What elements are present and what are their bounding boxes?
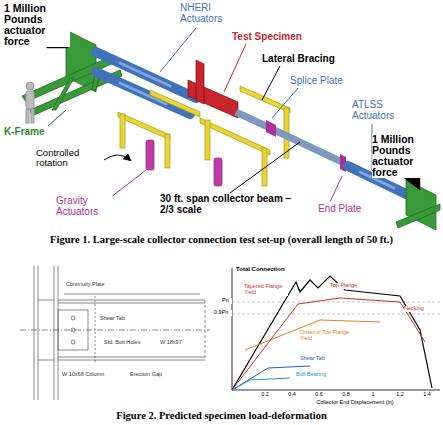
part-label: Gravity Actuators bbox=[56, 196, 126, 217]
part-label: End Plate bbox=[318, 204, 388, 215]
tick-label: 0.4 bbox=[285, 392, 299, 398]
detail-label: Std. Bolt Holes bbox=[104, 340, 154, 346]
curve-label: Shear Tab bbox=[300, 356, 340, 362]
collector-beam bbox=[236, 112, 342, 162]
part-label: Splice Plate bbox=[290, 76, 370, 87]
part-label: 30 ft. span collector beam – 2/3 scale bbox=[160, 194, 300, 215]
tick-label: 1.4 bbox=[420, 392, 434, 398]
curve-label: Total Connection bbox=[236, 266, 296, 272]
axis-title: Collector End Displacement (in) bbox=[300, 400, 410, 406]
curve-label: Necking bbox=[404, 306, 434, 312]
tick-label: 0.8 bbox=[339, 392, 353, 398]
curve-label: Tapered Flange Yield bbox=[244, 284, 288, 296]
axis-label: 0.9Pn bbox=[214, 310, 232, 316]
person-figure bbox=[26, 82, 34, 123]
curve-label: Onset of Top Flange Yield bbox=[300, 330, 360, 342]
detail-label: Shear Tab bbox=[100, 316, 140, 322]
part-label: Test Specimen bbox=[232, 32, 322, 43]
splice-plate bbox=[266, 120, 276, 137]
tick-label: 0.6 bbox=[312, 392, 326, 398]
axis-label: Pn bbox=[222, 298, 232, 304]
part-label: ATLSS Actuators bbox=[352, 100, 422, 121]
force-label: 1 Million Pounds actuator force bbox=[372, 134, 440, 178]
part-label: Lateral Bracing bbox=[262, 54, 352, 65]
load-deformation-chart bbox=[232, 268, 440, 390]
tick-label: 0.2 bbox=[258, 392, 272, 398]
k-frame bbox=[396, 180, 440, 230]
test-specimen bbox=[188, 60, 238, 118]
tick-label: 1 bbox=[366, 392, 380, 398]
tick-label: 1.2 bbox=[393, 392, 407, 398]
connection-detail bbox=[20, 266, 210, 400]
curve-label: Bolt Bearing bbox=[296, 372, 336, 378]
note-label: Controlled rotation bbox=[36, 148, 98, 168]
gravity-actuator bbox=[146, 140, 222, 186]
figure-caption: Figure 1. Large-scale collector connecti… bbox=[20, 234, 423, 245]
detail-label: Erection Gap bbox=[130, 372, 180, 378]
part-label: K-Frame bbox=[4, 127, 64, 138]
curve-label: Top Flange bbox=[330, 283, 370, 289]
detail-label: W 10x68 Column bbox=[62, 372, 122, 378]
figure-caption: Figure 2. Predicted specimen load-deform… bbox=[20, 410, 423, 421]
detail-label: Continuity Plate bbox=[66, 282, 126, 288]
part-label: NHERI Actuators bbox=[180, 3, 242, 24]
rotation-arrow bbox=[104, 155, 130, 160]
detail-label: W 18x97 bbox=[160, 340, 200, 346]
force-label: 1 Million Pounds actuator force bbox=[4, 3, 70, 47]
